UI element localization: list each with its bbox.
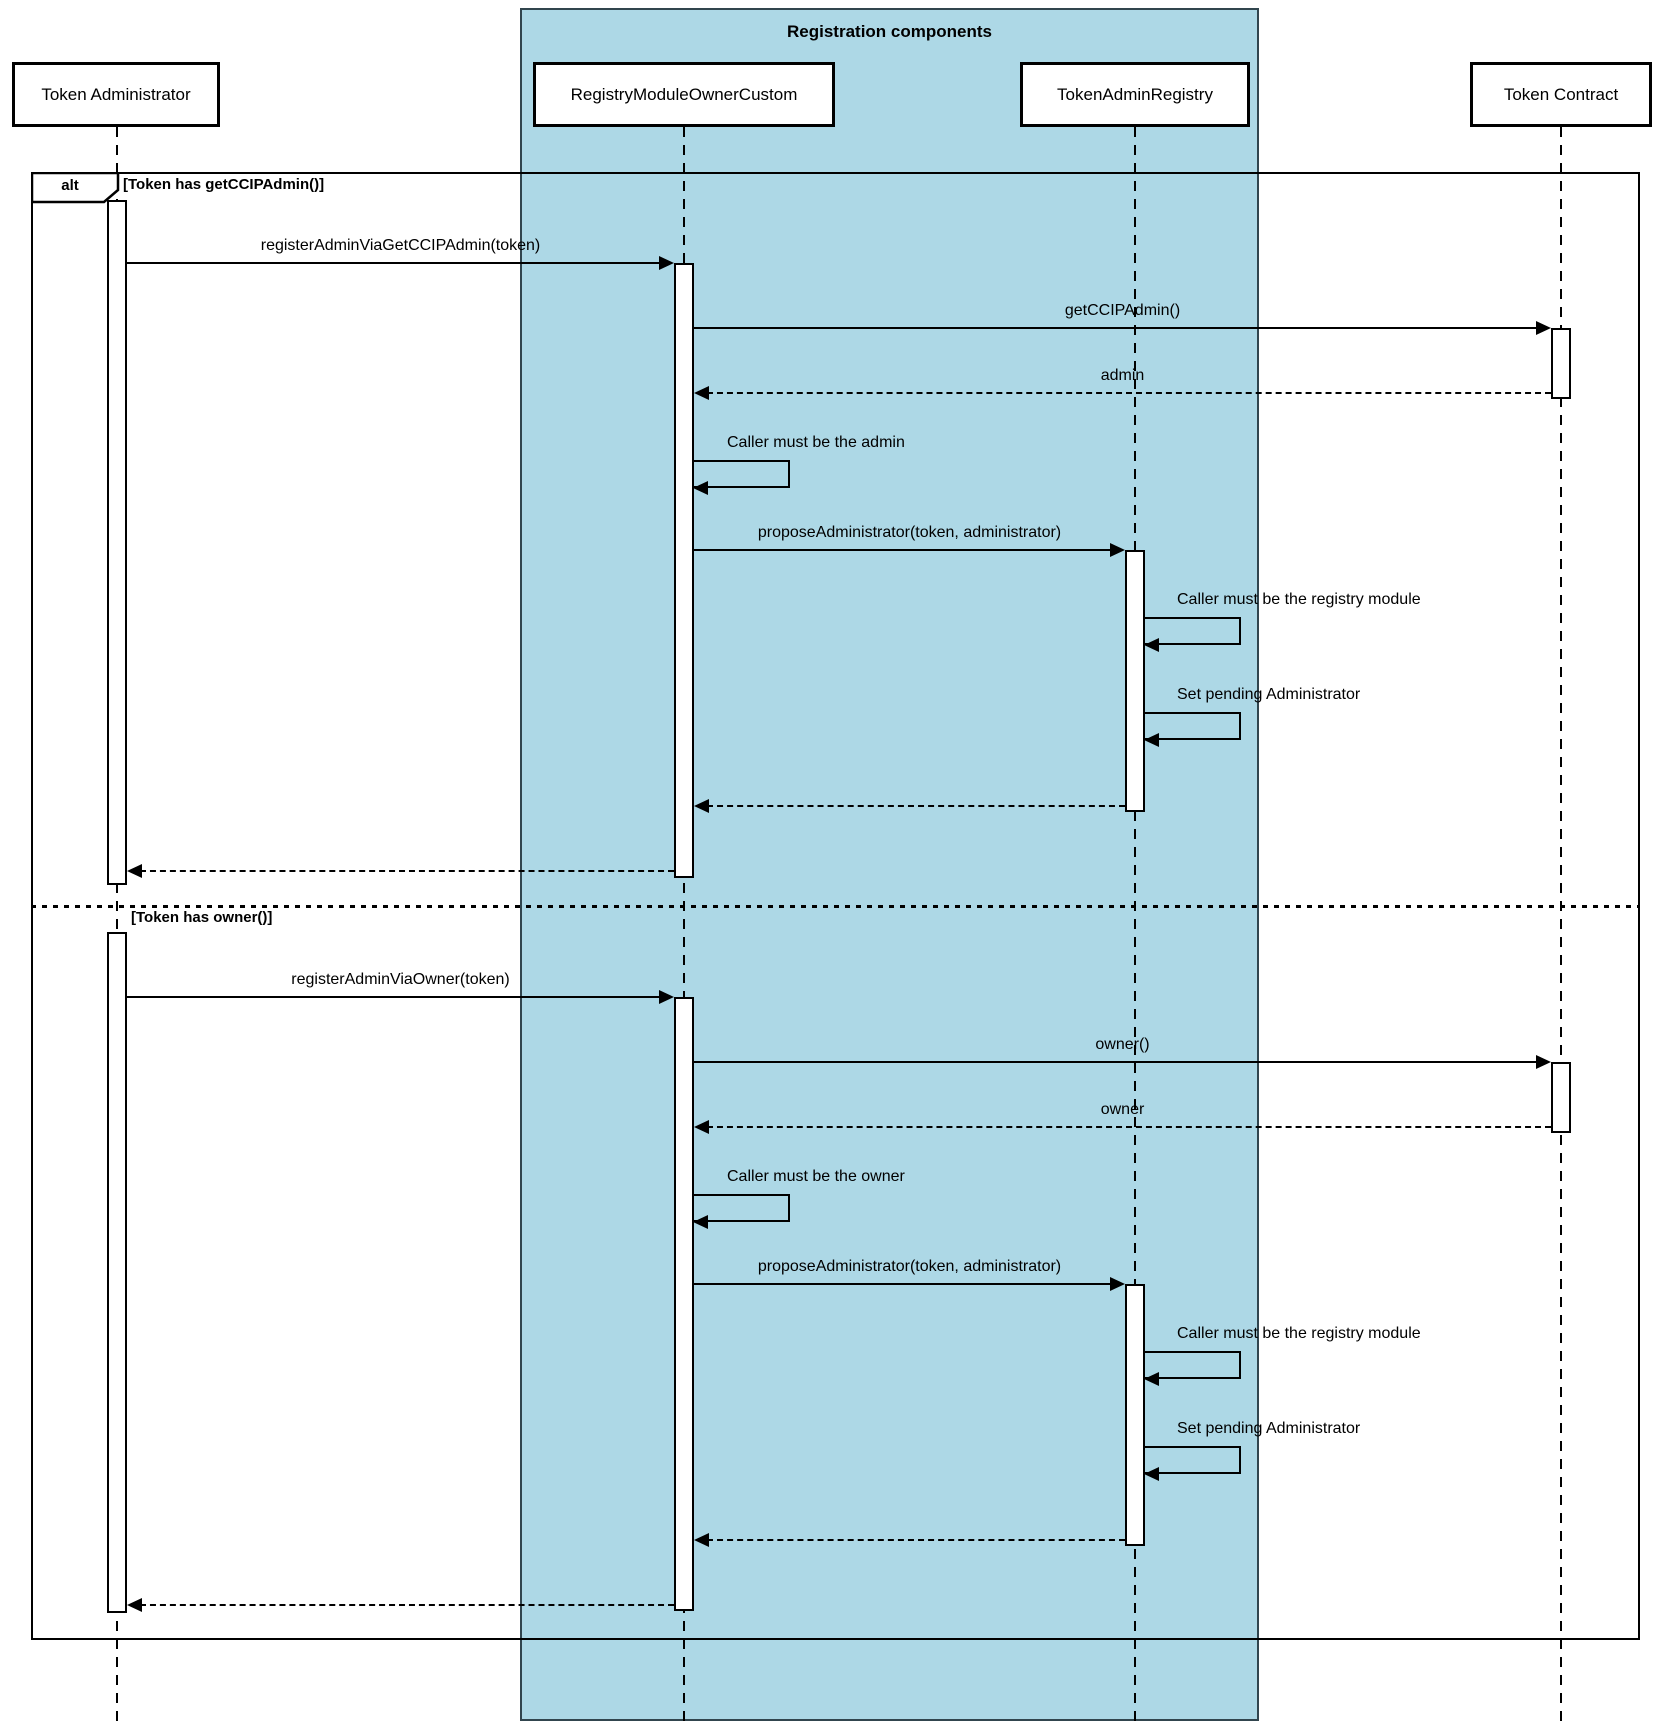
return-message-arrow bbox=[707, 1126, 1551, 1128]
guard-condition: [Token has owner()] bbox=[131, 909, 273, 926]
self-message-arrow bbox=[1144, 1351, 1241, 1386]
arrowhead-left-icon bbox=[127, 864, 142, 878]
message-label: proposeAdministrator(token, administrato… bbox=[757, 524, 1062, 541]
return-message-arrow bbox=[140, 870, 674, 872]
arrowhead-left-icon bbox=[1144, 733, 1159, 747]
alt-operator-label: alt bbox=[61, 177, 79, 194]
self-message-arrow bbox=[1144, 712, 1241, 747]
return-message-arrow bbox=[707, 392, 1551, 394]
arrowhead-right-icon bbox=[1536, 321, 1551, 335]
arrowhead-left-icon bbox=[693, 1215, 708, 1229]
message-label: owner() bbox=[1095, 1036, 1150, 1053]
message-label: Caller must be the admin bbox=[727, 434, 905, 451]
arrowhead-left-icon bbox=[1144, 638, 1159, 652]
message-label: Set pending Administrator bbox=[1177, 686, 1361, 703]
alt-divider bbox=[31, 905, 1640, 908]
return-message-arrow bbox=[707, 1539, 1125, 1541]
self-message-arrow bbox=[693, 1194, 790, 1229]
activation-bar bbox=[1125, 550, 1145, 812]
message-label: proposeAdministrator(token, administrato… bbox=[757, 1258, 1062, 1275]
arrowhead-left-icon bbox=[694, 1533, 709, 1547]
message-label: owner bbox=[1100, 1101, 1145, 1118]
lifeline bbox=[683, 127, 685, 1725]
message-label: registerAdminViaGetCCIPAdmin(token) bbox=[260, 237, 541, 254]
message-label: admin bbox=[1100, 367, 1145, 384]
participant-box: RegistryModuleOwnerCustom bbox=[533, 62, 835, 127]
participant-box: TokenAdminRegistry bbox=[1020, 62, 1250, 127]
activation-bar bbox=[107, 200, 127, 885]
alt-operator-tab: alt bbox=[30, 171, 123, 204]
arrowhead-left-icon bbox=[1144, 1467, 1159, 1481]
arrowhead-left-icon bbox=[1144, 1372, 1159, 1386]
lifeline bbox=[116, 127, 118, 1725]
message-arrow bbox=[127, 262, 662, 264]
message-arrow bbox=[694, 549, 1113, 551]
message-label: Caller must be the owner bbox=[727, 1168, 905, 1185]
activation-bar bbox=[1551, 1062, 1571, 1133]
activation-bar bbox=[674, 997, 694, 1611]
arrowhead-left-icon bbox=[694, 386, 709, 400]
lifeline bbox=[1560, 127, 1562, 1725]
return-message-arrow bbox=[707, 805, 1125, 807]
arrowhead-right-icon bbox=[1536, 1055, 1551, 1069]
activation-bar bbox=[1125, 1284, 1145, 1546]
activation-bar bbox=[674, 263, 694, 878]
arrowhead-right-icon bbox=[1110, 1277, 1125, 1291]
self-message-arrow bbox=[1144, 1446, 1241, 1481]
message-label: Caller must be the registry module bbox=[1177, 591, 1421, 608]
message-arrow bbox=[694, 1061, 1539, 1063]
group-title: Registration components bbox=[787, 22, 992, 41]
participant-box: Token Administrator bbox=[12, 62, 220, 127]
self-message-arrow bbox=[1144, 617, 1241, 652]
message-arrow bbox=[127, 996, 662, 998]
lifeline bbox=[1134, 127, 1136, 1725]
arrowhead-left-icon bbox=[694, 1120, 709, 1134]
message-label: getCCIPAdmin() bbox=[1064, 302, 1181, 319]
guard-condition: [Token has getCCIPAdmin()] bbox=[123, 176, 325, 193]
message-label: Set pending Administrator bbox=[1177, 1420, 1361, 1437]
activation-bar bbox=[107, 932, 127, 1613]
participant-box: Token Contract bbox=[1470, 62, 1652, 127]
arrowhead-left-icon bbox=[694, 799, 709, 813]
message-label: registerAdminViaOwner(token) bbox=[291, 971, 510, 988]
activation-bar bbox=[1551, 328, 1571, 399]
message-arrow bbox=[694, 1283, 1113, 1285]
arrowhead-right-icon bbox=[1110, 543, 1125, 557]
message-label: Caller must be the registry module bbox=[1177, 1325, 1421, 1342]
arrowhead-left-icon bbox=[693, 481, 708, 495]
return-message-arrow bbox=[140, 1604, 674, 1606]
arrowhead-left-icon bbox=[127, 1598, 142, 1612]
message-arrow bbox=[694, 327, 1539, 329]
arrowhead-right-icon bbox=[659, 990, 674, 1004]
self-message-arrow bbox=[693, 460, 790, 495]
arrowhead-right-icon bbox=[659, 256, 674, 270]
